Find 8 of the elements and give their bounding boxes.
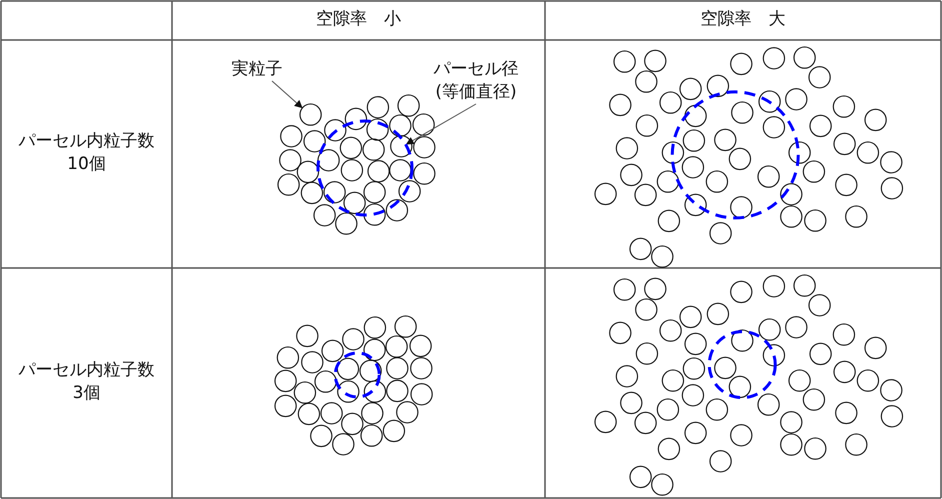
leader-line: [406, 104, 476, 145]
column-header: 空隙率 大: [700, 8, 786, 31]
callout-label: 実粒子: [232, 59, 282, 79]
column-header: 空隙率 小: [316, 8, 401, 31]
leader-line: [272, 80, 303, 108]
callout-label: パーセル径(等価直径): [434, 59, 518, 102]
row-header: パーセル内粒子数3個: [18, 359, 156, 405]
row-header: パーセル内粒子数10個: [18, 130, 156, 176]
